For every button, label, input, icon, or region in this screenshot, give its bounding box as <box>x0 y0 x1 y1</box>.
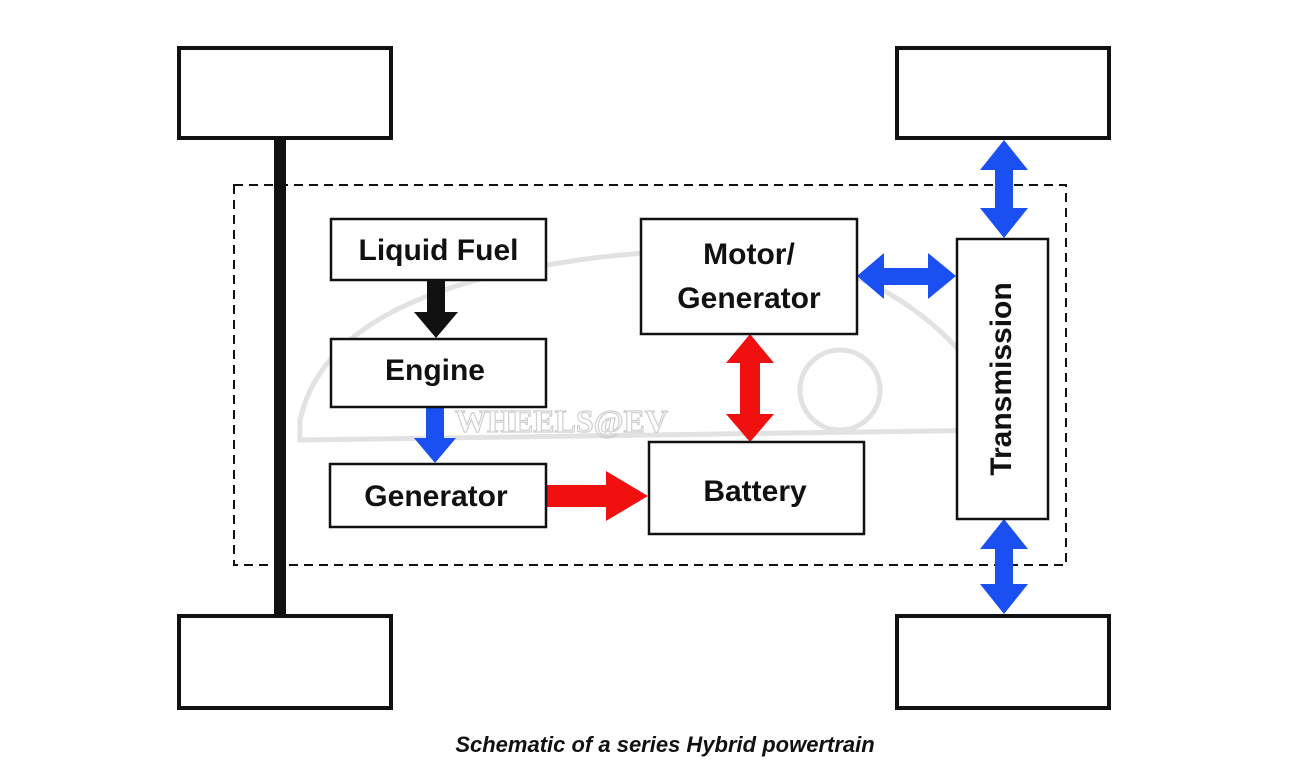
block-label: Liquid Fuel <box>359 234 519 267</box>
front-axle-shaft <box>274 138 286 616</box>
wheel-top-right <box>895 46 1111 140</box>
figure-caption: Schematic of a series Hybrid powertrain <box>455 732 874 757</box>
block-motor-generator: Motor/ Generator <box>639 217 859 336</box>
block-label: Generator <box>364 480 508 513</box>
wheel-bottom-left <box>177 614 393 710</box>
block-label-line-1: Motor/ <box>703 238 795 271</box>
arrow-transmission-top-wheel-bidirectional <box>980 140 1028 238</box>
watermark-car-wheel-front <box>797 347 883 433</box>
wheel-top-left <box>177 46 393 140</box>
block-battery: Battery <box>647 440 866 536</box>
wheel-bottom-right <box>895 614 1111 710</box>
arrow-fuel-to-engine <box>414 280 458 338</box>
block-label: Engine <box>385 354 485 387</box>
block-transmission: Transmission <box>955 237 1050 521</box>
watermark-text: WHEELS@EV <box>455 403 668 439</box>
block-label-line-2: Generator <box>677 282 821 315</box>
block-liquid-fuel: Liquid Fuel <box>329 217 548 282</box>
arrow-motor-transmission-bidirectional <box>857 253 956 299</box>
arrow-engine-to-generator <box>414 407 456 463</box>
block-label: Battery <box>703 475 807 508</box>
powertrain-boundary <box>233 184 1067 566</box>
arrow-motor-battery-bidirectional <box>726 334 774 442</box>
block-generator: Generator <box>328 462 548 529</box>
arrow-transmission-bottom-wheel-bidirectional <box>980 519 1028 614</box>
block-engine: Engine <box>329 337 548 409</box>
block-label: Transmission <box>985 282 1018 475</box>
arrow-generator-to-battery <box>546 471 648 521</box>
